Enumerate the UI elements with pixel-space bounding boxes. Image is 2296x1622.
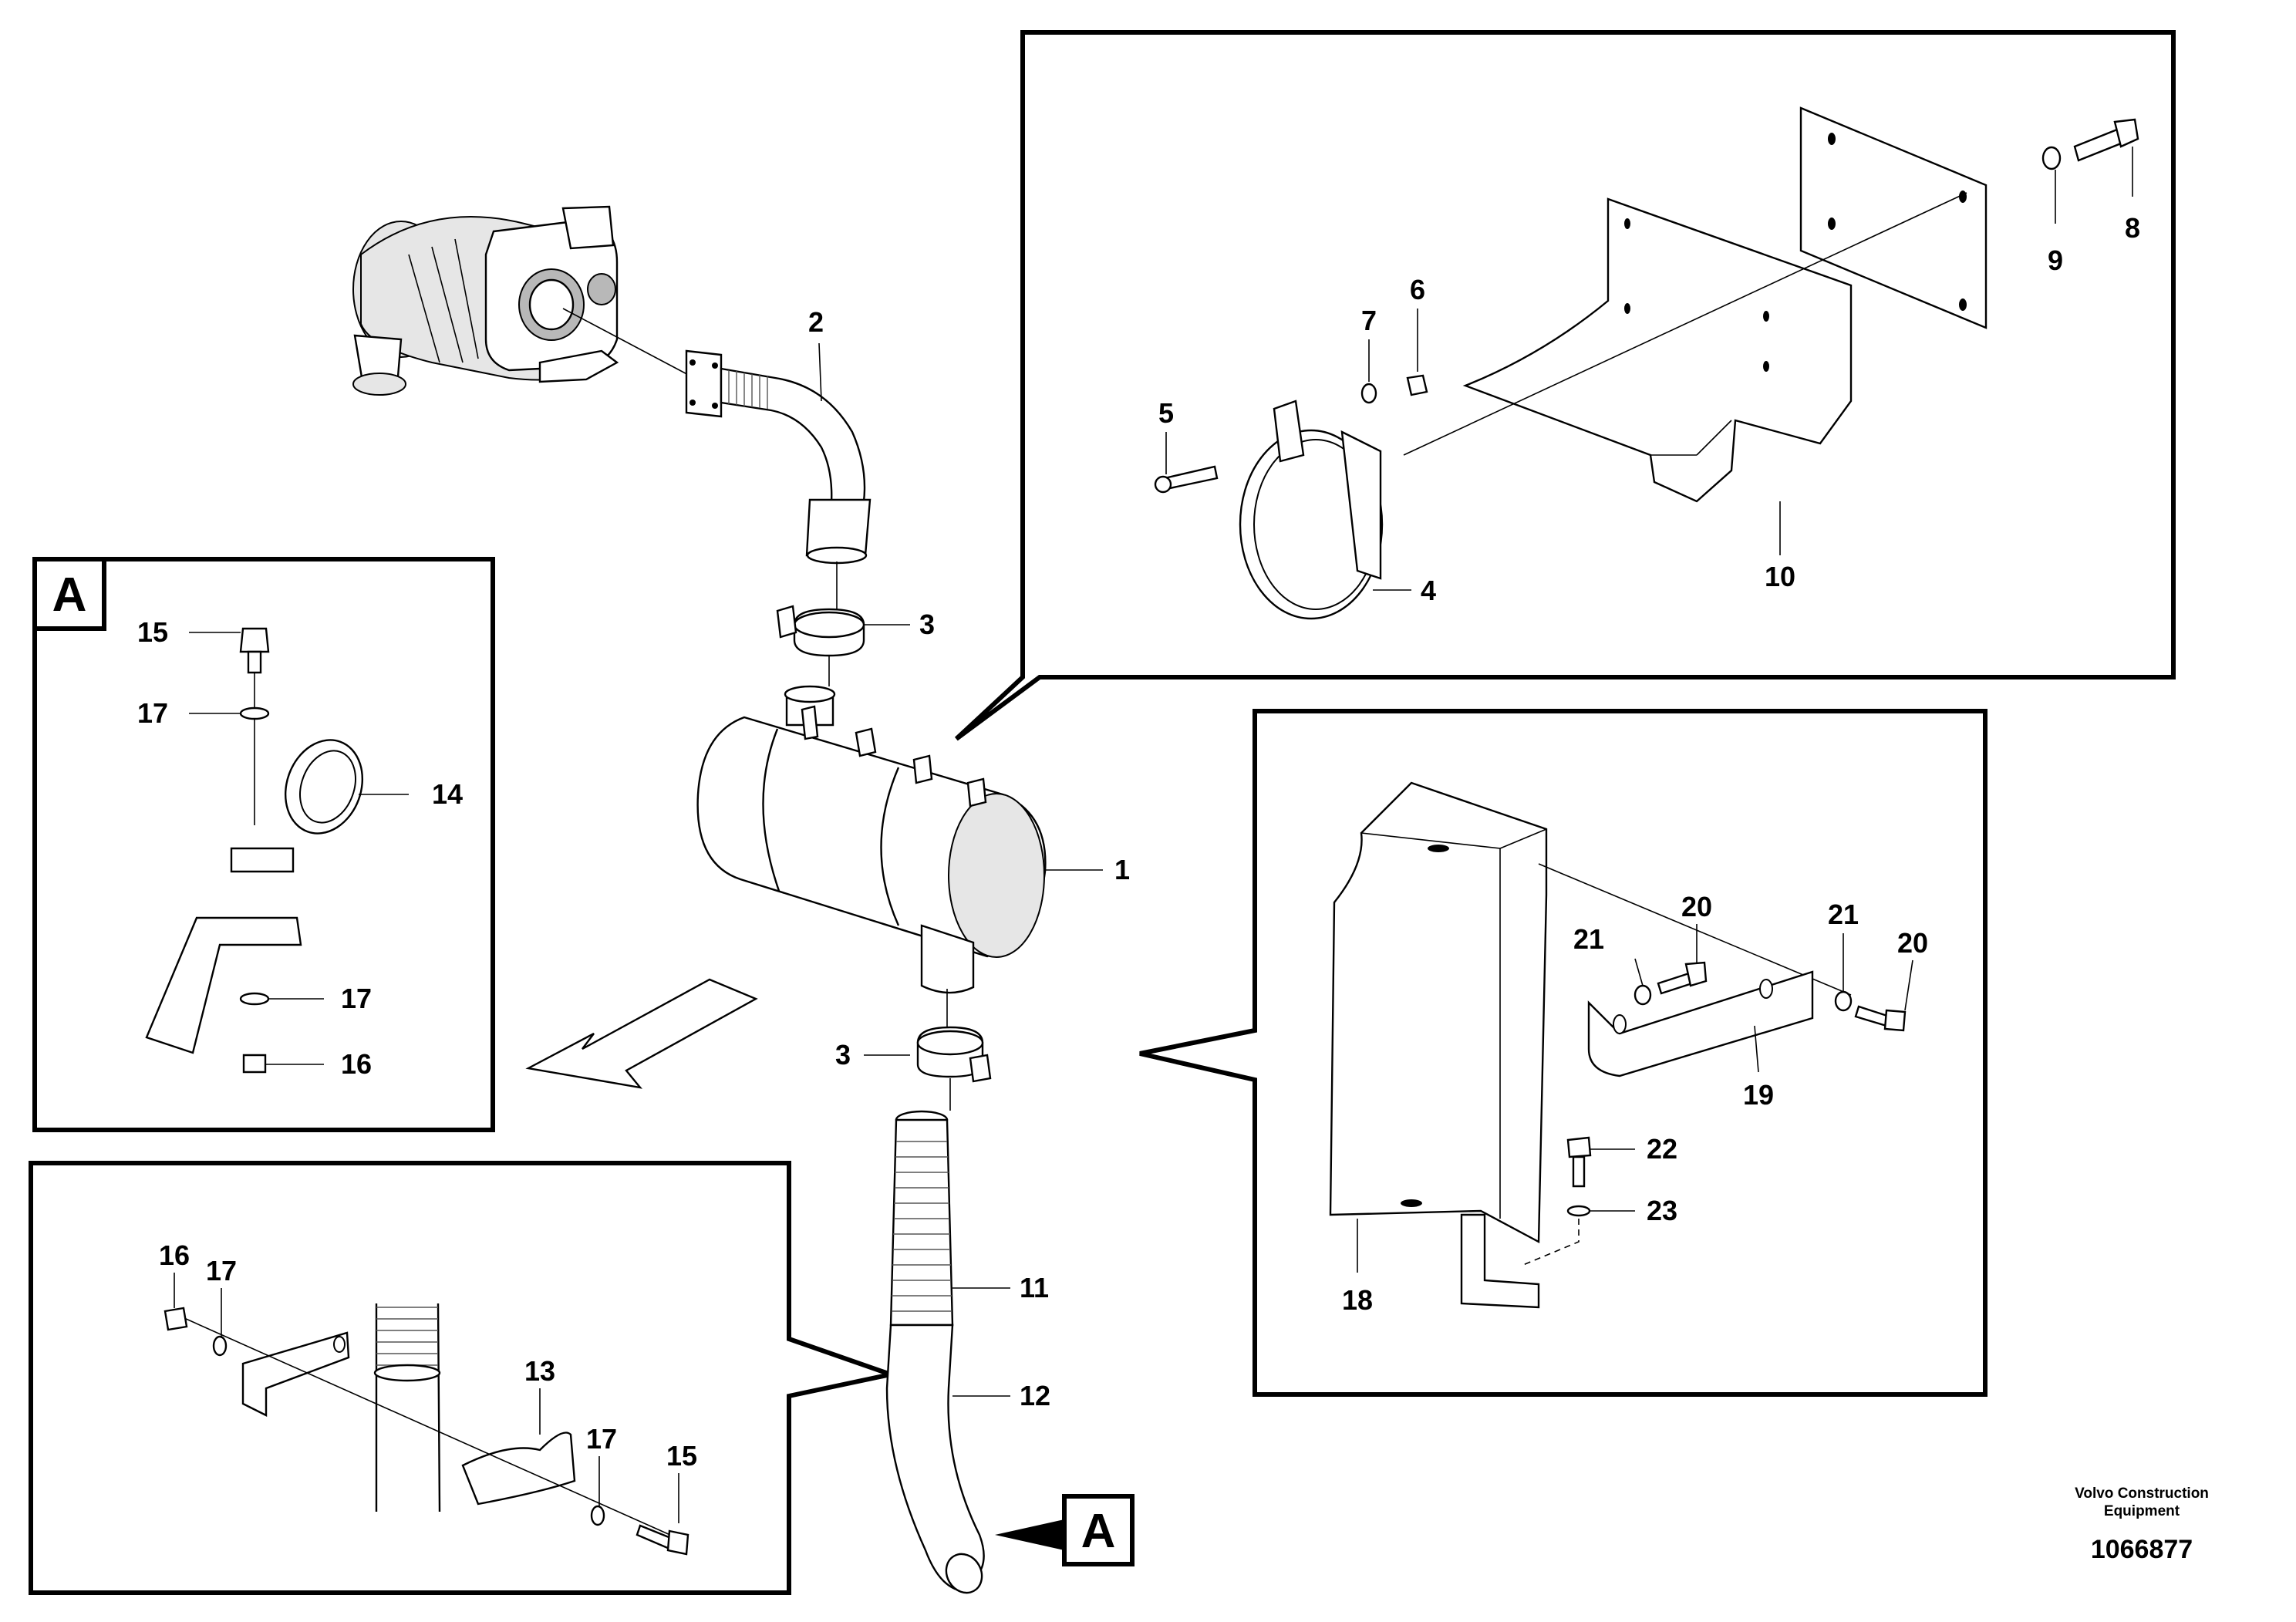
label-detail-a-16: 16 bbox=[341, 1048, 372, 1080]
mounting-plate bbox=[1799, 106, 1988, 329]
tail-pipe-12 bbox=[885, 1324, 985, 1594]
detail-a-washer-17-top bbox=[239, 706, 270, 720]
lower-nut-16 bbox=[164, 1307, 188, 1331]
exhaust-pipe-2 bbox=[685, 349, 872, 565]
lower-clamp-13 bbox=[461, 1431, 576, 1506]
nut-6 bbox=[1406, 374, 1428, 396]
clamp-band-4 bbox=[1239, 400, 1384, 620]
right-washer-21-left bbox=[1633, 984, 1652, 1006]
callout-frame-pipe-bracket bbox=[29, 1161, 900, 1595]
right-washer-21-right bbox=[1834, 990, 1853, 1012]
label-detail-a-14: 14 bbox=[432, 778, 463, 810]
washer-7 bbox=[1360, 383, 1377, 404]
label-part-12: 12 bbox=[1020, 1380, 1050, 1411]
bracket-19 bbox=[1587, 970, 1814, 1077]
detail-a-nut-16 bbox=[242, 1054, 267, 1074]
turbocharger bbox=[352, 205, 619, 396]
detail-a-bolt-15 bbox=[239, 627, 270, 674]
right-bolt-20-left bbox=[1657, 961, 1708, 995]
document-number: 1066877 bbox=[2091, 1535, 2193, 1564]
label-right-23: 23 bbox=[1647, 1195, 1677, 1226]
heat-shield-18 bbox=[1329, 781, 1548, 1243]
bracket-10 bbox=[1462, 197, 1853, 503]
leader-lines bbox=[174, 147, 2133, 1523]
muffler bbox=[696, 685, 1047, 994]
detail-a-tag bbox=[32, 557, 106, 631]
lower-bracket bbox=[241, 1331, 350, 1417]
label-detail-a-17-top: 17 bbox=[137, 697, 168, 729]
label-right-21-right: 21 bbox=[1828, 899, 1859, 930]
lower-washer-17-left bbox=[212, 1335, 228, 1357]
lower-pipe-section bbox=[373, 1303, 441, 1512]
label-lower-17-right: 17 bbox=[586, 1423, 617, 1455]
section-a-reference-arrow bbox=[995, 1519, 1064, 1550]
label-part-5: 5 bbox=[1158, 397, 1174, 429]
brand-line-2: Equipment bbox=[2104, 1503, 2180, 1519]
clamp-3-upper bbox=[776, 605, 865, 657]
heat-shield-foot bbox=[1460, 1213, 1540, 1309]
detail-a-clamp-14 bbox=[230, 739, 364, 873]
lower-washer-17-right bbox=[590, 1505, 605, 1526]
part-labels: 2 3 1 3 11 12 5 7 6 9 8 4 10 15 17 14 17… bbox=[137, 212, 2140, 1472]
label-part-7: 7 bbox=[1361, 305, 1377, 336]
label-right-22: 22 bbox=[1647, 1133, 1677, 1165]
label-part-4: 4 bbox=[1421, 575, 1436, 606]
section-a-reference-letter: A bbox=[1081, 1505, 1116, 1558]
right-washer-23 bbox=[1566, 1205, 1591, 1217]
label-lower-13: 13 bbox=[524, 1355, 555, 1387]
bolt-8 bbox=[2073, 118, 2139, 162]
label-part-1: 1 bbox=[1114, 854, 1130, 885]
detail-a-bracket bbox=[145, 916, 302, 1054]
clamp-3-lower bbox=[916, 1026, 992, 1083]
label-right-21-left: 21 bbox=[1573, 923, 1604, 955]
detail-a-washer-17-bottom bbox=[239, 992, 270, 1006]
detail-a-letter: A bbox=[52, 568, 87, 622]
label-right-20-left: 20 bbox=[1681, 891, 1712, 922]
label-lower-15: 15 bbox=[666, 1440, 697, 1472]
label-part-9: 9 bbox=[2048, 244, 2063, 276]
label-part-10: 10 bbox=[1765, 561, 1795, 592]
washer-9 bbox=[2041, 146, 2062, 170]
bolt-5 bbox=[1154, 465, 1219, 494]
label-lower-16: 16 bbox=[159, 1239, 190, 1271]
label-right-19: 19 bbox=[1743, 1079, 1774, 1111]
label-part-8: 8 bbox=[2125, 212, 2140, 244]
label-detail-a-15: 15 bbox=[137, 616, 168, 648]
label-part-2: 2 bbox=[808, 306, 824, 338]
flex-pipe-11 bbox=[889, 1110, 954, 1327]
label-detail-a-17-bottom: 17 bbox=[341, 983, 372, 1014]
label-right-20-right: 20 bbox=[1897, 927, 1928, 959]
label-part-6: 6 bbox=[1410, 274, 1425, 305]
label-lower-17-left: 17 bbox=[206, 1255, 237, 1286]
right-bolt-22 bbox=[1566, 1136, 1592, 1188]
lower-bolt-15 bbox=[636, 1524, 689, 1556]
label-right-18: 18 bbox=[1342, 1284, 1373, 1316]
label-part-3-lower: 3 bbox=[835, 1039, 851, 1071]
brand-line-1: Volvo Construction bbox=[2075, 1485, 2209, 1502]
label-part-11: 11 bbox=[1020, 1272, 1049, 1303]
detail-a-frame bbox=[32, 557, 495, 1132]
callout-frame-heat-shield bbox=[1139, 709, 1988, 1397]
right-bolt-20-right bbox=[1854, 1005, 1907, 1032]
label-part-3-upper: 3 bbox=[919, 609, 935, 640]
direction-arrow bbox=[525, 978, 758, 1089]
